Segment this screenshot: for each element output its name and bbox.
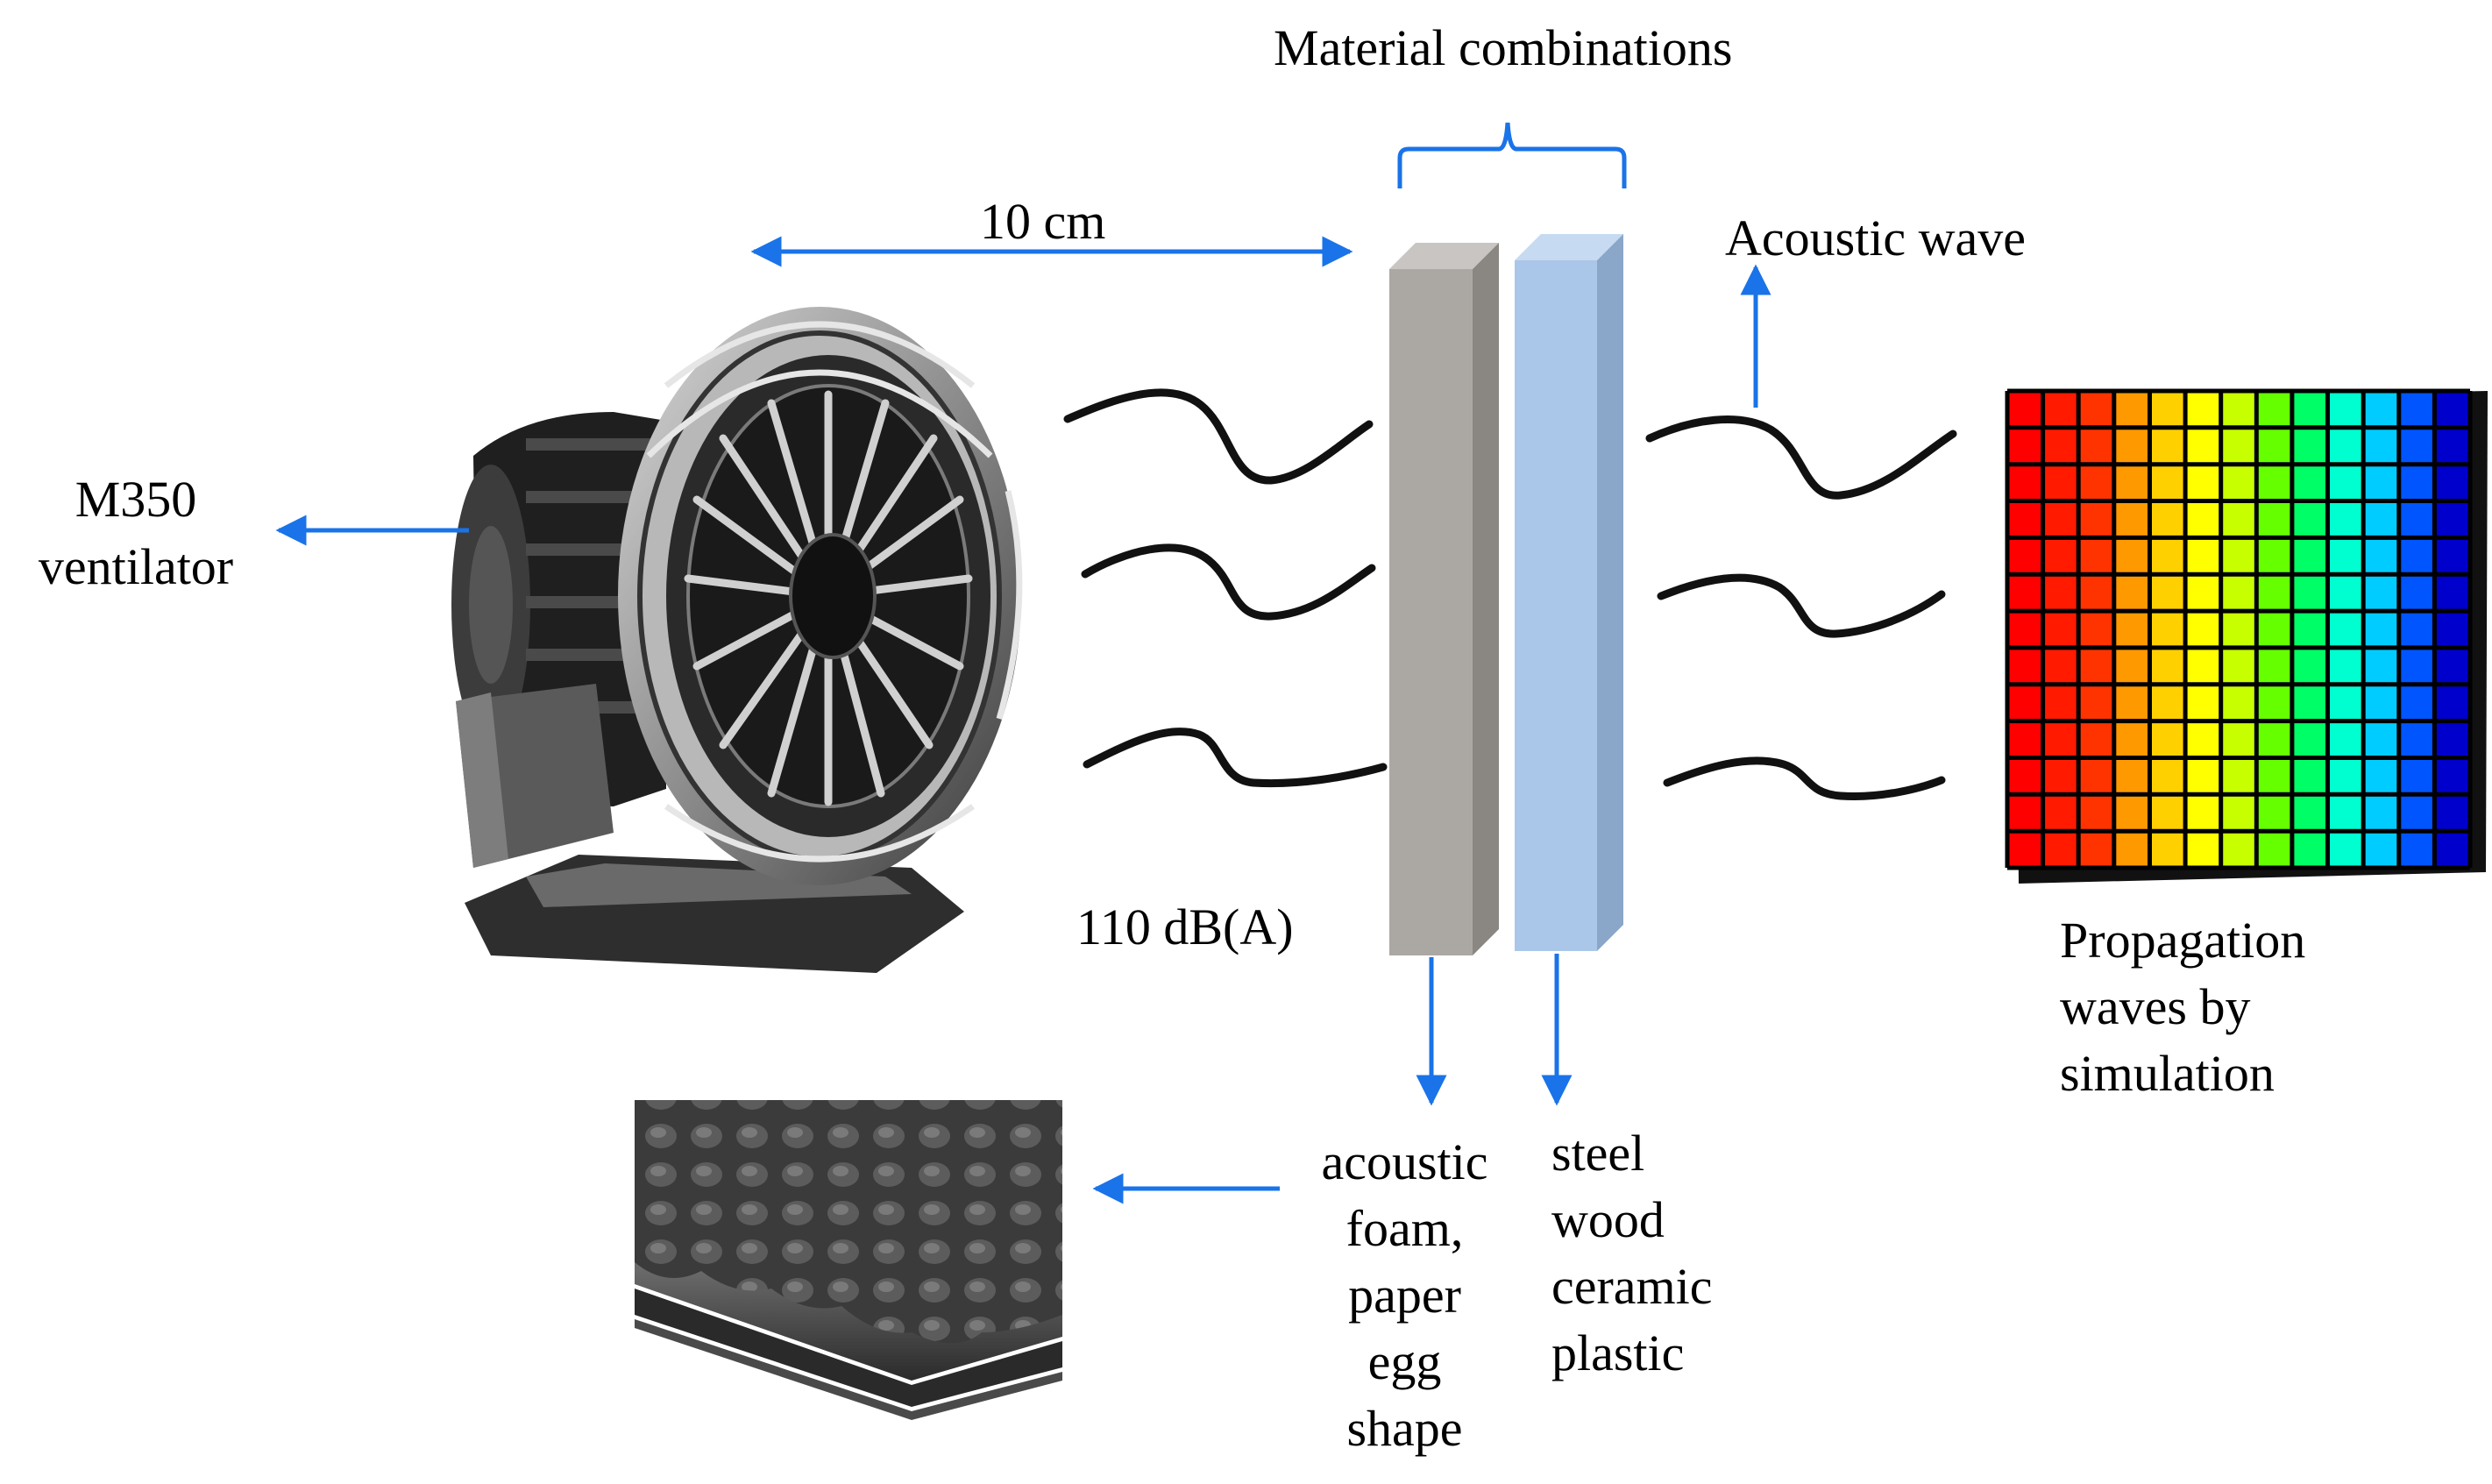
- outgoing-wave-1: [1645, 415, 1957, 500]
- outgoing-waves: [1645, 415, 1957, 800]
- heatmap-column: [2398, 391, 2436, 868]
- heatmap-column: [2434, 391, 2471, 868]
- material-bracket: [1397, 122, 1627, 188]
- simulation-label-line1: Propagation: [2060, 912, 2306, 969]
- layer1-material-1: acoustic: [1321, 1133, 1488, 1190]
- simulation-label-line2: waves by: [2060, 978, 2251, 1035]
- heatmap-column: [2149, 391, 2186, 868]
- layer2-material-2: wood: [1551, 1191, 1665, 1248]
- heatmap-column: [2291, 391, 2329, 868]
- layer1-material-2: foam,: [1345, 1200, 1464, 1257]
- simulation-label-line3: simulation: [2060, 1045, 2275, 1102]
- heatmap-column: [2256, 391, 2293, 868]
- egg-foam-image: [635, 1100, 1062, 1420]
- material-panel-2: [1515, 234, 1623, 951]
- layer1-material-4: egg: [1367, 1333, 1442, 1390]
- layer2-material-4: plastic: [1551, 1324, 1685, 1381]
- heatmap-image: [2005, 388, 2488, 884]
- heatmap-column: [2220, 391, 2258, 868]
- outgoing-wave-3: [1663, 756, 1946, 800]
- ventilator-image: [451, 307, 1023, 973]
- layer1-material-3: paper: [1348, 1267, 1461, 1324]
- layer2-material-1: steel: [1551, 1125, 1645, 1182]
- sound-level-label: 110 dB(A): [1076, 898, 1294, 955]
- incoming-wave-3: [1083, 728, 1388, 788]
- material-panel-1: [1389, 243, 1499, 955]
- incoming-wave-1: [1063, 388, 1374, 485]
- heatmap-column: [2327, 391, 2364, 868]
- ventilator-label-line1: M350: [75, 471, 197, 528]
- heatmap-column: [2363, 391, 2400, 868]
- layer2-material-3: ceramic: [1551, 1258, 1713, 1315]
- heatmap-column: [2078, 391, 2115, 868]
- material-combinations-title: Material combinations: [1274, 19, 1733, 76]
- ventilator-label-line2: ventilator: [38, 538, 234, 595]
- acoustic-wave-label: Acoustic wave: [1725, 209, 2027, 266]
- incoming-waves: [1063, 388, 1388, 788]
- layer1-material-5: shape: [1346, 1400, 1463, 1457]
- heatmap-column: [2042, 391, 2079, 868]
- distance-label: 10 cm: [980, 193, 1106, 250]
- heatmap-column: [2113, 391, 2151, 868]
- incoming-wave-2: [1081, 543, 1376, 621]
- outgoing-wave-2: [1657, 573, 1946, 638]
- heatmap-column: [2007, 391, 2044, 868]
- heatmap-column: [2185, 391, 2222, 868]
